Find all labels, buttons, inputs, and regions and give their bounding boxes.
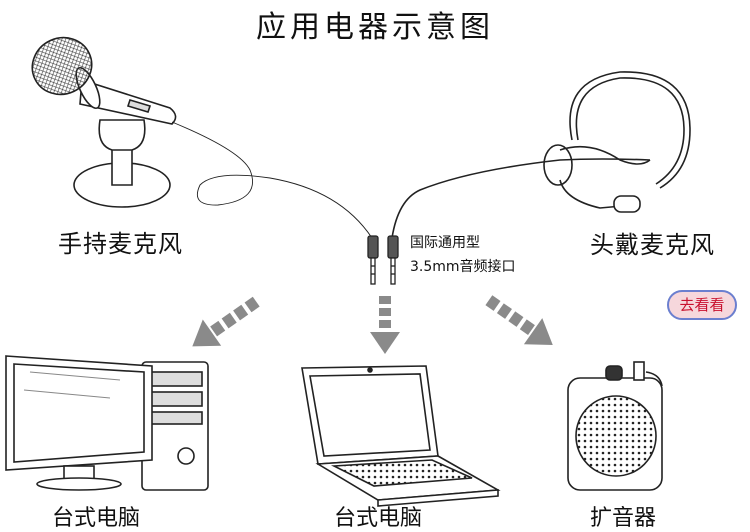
headset-cable [391,158,651,239]
handheld-cable [171,121,373,239]
earpiece [543,144,573,186]
mic-body [79,78,177,125]
arrows [192,295,553,354]
label-amplifier: 扩音器 [590,506,657,531]
label-laptop: 台式电脑 [334,506,423,531]
label-plug-standard: 国际通用型 [410,235,480,251]
arrow-to-laptop [370,296,400,354]
mic-switch [126,99,152,113]
arrow-to-desktop [192,296,260,347]
label-handheld-mic: 手持麦克风 [58,230,183,258]
headset-cord-start [559,145,651,165]
diagram-title: 应用电器示意图 [256,10,494,45]
go-see-button[interactable]: 去看看 [667,290,737,320]
mic-grille [31,36,93,96]
arrow-to-amp [485,295,553,345]
boom-arm [559,179,623,209]
label-headset-mic: 头戴麦克风 [590,231,715,259]
headset-mic-illustration [543,71,691,213]
audio-jacks [367,235,399,285]
handheld-mic-illustration [31,36,177,208]
mic-capsule [613,195,641,213]
desktop-illustration [5,355,209,491]
stand-clip [98,119,146,151]
label-plug-size: 3.5mm音频接口 [410,259,516,275]
label-desktop: 台式电脑 [52,506,141,531]
laptop-illustration [301,365,501,507]
headband [569,71,691,189]
amplifier-illustration [567,361,663,491]
amp-speaker [575,395,657,477]
keyboard [330,459,473,487]
stand-pole [111,144,133,186]
cables [171,121,651,239]
